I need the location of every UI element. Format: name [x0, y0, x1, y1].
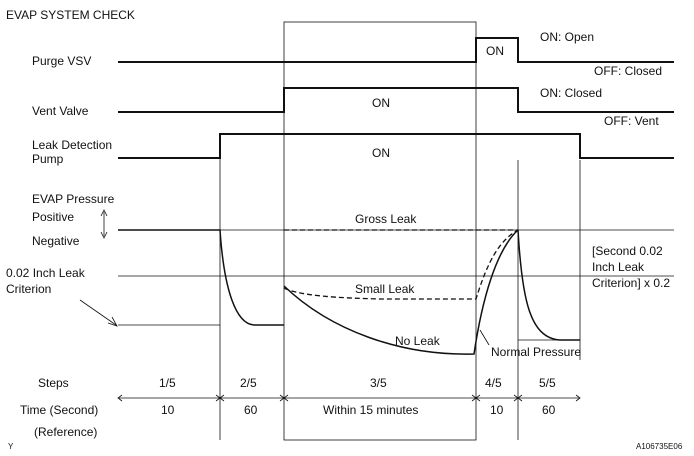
criterion-label-2: Criterion [6, 282, 52, 296]
second-criterion-2: Inch Leak [592, 260, 645, 274]
no-leak-curve [283, 229, 519, 355]
vent-valve-label: Vent Valve [32, 104, 89, 118]
step-2: 2/5 [240, 376, 257, 390]
negative-label: Negative [32, 234, 80, 248]
time-4: 10 [490, 403, 504, 417]
time-3: Within 15 minutes [323, 403, 419, 417]
leak-pump-signal [118, 133, 674, 159]
normal-pressure-label: Normal Pressure [491, 345, 582, 359]
small-leak-label: Small Leak [355, 282, 415, 296]
time-1: 10 [161, 403, 175, 417]
time-5: 60 [542, 403, 556, 417]
purge-vsv-signal [118, 37, 674, 63]
leak-pump-on: ON [372, 146, 390, 160]
time-2: 60 [244, 403, 258, 417]
corner-mark: Y [8, 442, 14, 451]
time-label: Time (Second) [20, 403, 99, 417]
step3-box [283, 21, 477, 441]
second-criterion-1: [Second 0.02 [592, 244, 663, 258]
gross-leak-label: Gross Leak [355, 212, 417, 226]
step-5: 5/5 [539, 376, 556, 390]
step-3: 3/5 [370, 376, 387, 390]
purge-open-note: ON: Open [540, 30, 595, 44]
vent-vent-note: OFF: Vent [604, 114, 659, 128]
diagram-title: EVAP SYSTEM CHECK [6, 8, 135, 22]
leak-pump-label-2: Pump [32, 152, 64, 166]
vent-valve-on: ON [372, 96, 390, 110]
leak-pump-label-1: Leak Detection [32, 138, 113, 152]
criterion-arrow [79, 299, 117, 326]
pressure-step5 [517, 229, 580, 341]
second-criterion-3: Criterion] x 0.2 [592, 276, 671, 290]
step-4: 4/5 [485, 376, 502, 390]
positive-label: Positive [32, 210, 75, 224]
vent-closed-note: ON: Closed [540, 86, 603, 100]
purge-vsv-on: ON [486, 44, 504, 58]
pressure-step2 [118, 229, 284, 326]
small-leak-curve [283, 229, 519, 300]
evap-pressure-label: EVAP Pressure [32, 192, 115, 206]
steps-label: Steps [38, 376, 69, 390]
purge-vsv-label: Purge VSV [32, 54, 92, 68]
no-leak-label: No Leak [395, 334, 440, 348]
step-1: 1/5 [159, 376, 176, 390]
reference-label: (Reference) [34, 425, 98, 439]
purge-closed-note: OFF: Closed [594, 64, 663, 78]
vent-valve-signal [118, 87, 674, 113]
criterion-label-1: 0.02 Inch Leak [6, 266, 85, 280]
figure-id: A106735E06 [636, 442, 683, 451]
